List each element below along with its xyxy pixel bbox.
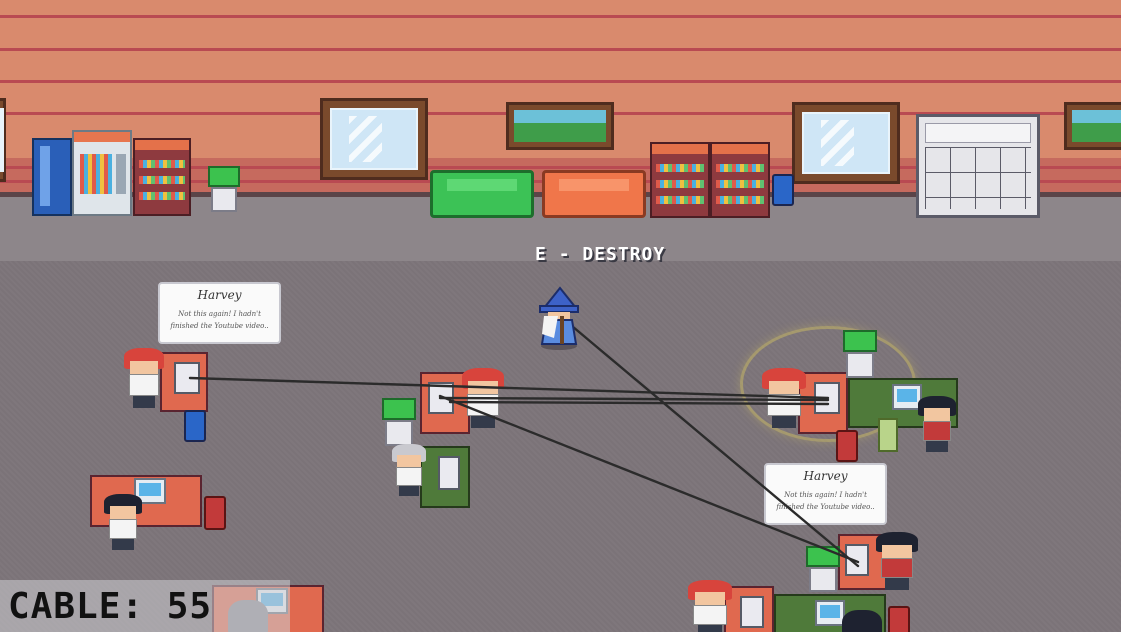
potted-plant[interactable] — [382, 398, 416, 446]
speech-bubble: Harvey Not this again! I hadn't finished… — [764, 463, 887, 525]
wall-stripe — [0, 80, 1121, 83]
cable-line — [558, 314, 860, 568]
trash-bin[interactable] — [836, 430, 858, 462]
bubble-line: Not this again! I hadn't — [178, 310, 261, 318]
bookshelf[interactable] — [133, 138, 191, 216]
filing-cabinet[interactable] — [916, 114, 1040, 218]
trash-bin[interactable] — [888, 606, 910, 632]
computer-monitor[interactable] — [892, 384, 922, 410]
window — [320, 98, 428, 180]
cable-line — [438, 394, 860, 564]
bookshelf[interactable] — [710, 142, 770, 218]
cable-counter: CABLE: 55 — [8, 586, 212, 627]
potted-plant[interactable] — [208, 166, 240, 212]
bubble-line: Not this again! I hadn't — [784, 491, 867, 499]
cable-value: 55 — [166, 586, 213, 627]
computer-monitor[interactable] — [815, 600, 845, 626]
desk-phone[interactable] — [438, 456, 460, 490]
landscape-painting — [506, 102, 614, 150]
cable-label: CABLE: — [8, 586, 145, 627]
prompt-action: DESTROY — [582, 244, 666, 265]
cable-line — [448, 400, 830, 406]
office-worker[interactable] — [124, 348, 164, 408]
window — [792, 102, 900, 184]
office-worker-harvey[interactable] — [876, 532, 918, 590]
hud-panel — [0, 580, 290, 632]
cable-line — [188, 376, 830, 400]
wall-stripe — [0, 166, 1121, 169]
green-sofa[interactable] — [430, 170, 534, 218]
office-worker[interactable] — [842, 610, 882, 632]
office-worker[interactable] — [918, 396, 956, 452]
office-worker[interactable] — [392, 444, 426, 496]
action-prompt: E - DESTROY — [535, 244, 665, 265]
trash-bin[interactable] — [204, 496, 226, 530]
bubble-speaker: Harvey — [803, 469, 848, 483]
wizard-player[interactable] — [534, 286, 584, 352]
prompt-key: E — [535, 244, 547, 265]
window — [0, 98, 6, 182]
potted-plant[interactable] — [843, 330, 877, 378]
bookshelf[interactable] — [650, 142, 710, 218]
wall-stripe — [0, 15, 1121, 18]
vending-machine-white[interactable] — [72, 130, 132, 216]
cable-line — [438, 396, 830, 402]
landscape-painting — [1064, 102, 1121, 150]
wall-stripe — [0, 48, 1121, 51]
computer-monitor[interactable] — [134, 478, 166, 504]
office-worker[interactable] — [688, 580, 732, 632]
speech-bubble: Harvey Not this again! I hadn't finished… — [158, 282, 281, 344]
trash-bin[interactable] — [184, 410, 206, 442]
bubble-line: finished the Youtube video.. — [776, 503, 875, 511]
trash-bin[interactable] — [772, 174, 794, 206]
office-worker[interactable] — [104, 494, 142, 550]
prompt-separator: - — [558, 244, 571, 265]
office-chair[interactable] — [878, 418, 898, 452]
orange-sofa[interactable] — [542, 170, 646, 218]
bubble-speaker: Harvey — [197, 288, 242, 302]
bubble-line: finished the Youtube video.. — [170, 322, 269, 330]
vending-machine-blue[interactable] — [32, 138, 72, 216]
desk-phone[interactable] — [740, 596, 764, 628]
